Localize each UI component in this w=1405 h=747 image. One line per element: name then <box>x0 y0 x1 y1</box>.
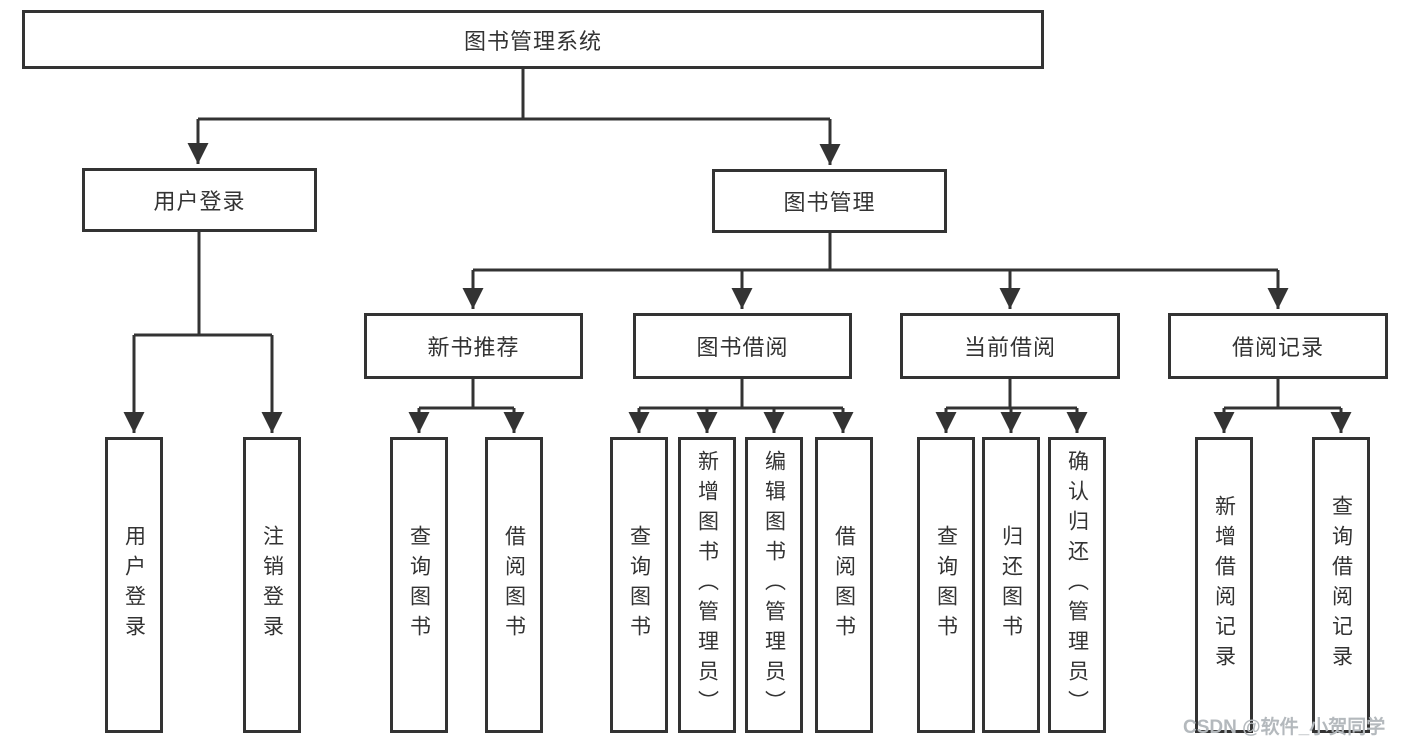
node-current-borrow: 当前借阅 <box>900 313 1120 379</box>
node-book-borrow: 图书借阅 <box>633 313 852 379</box>
node-book-management: 图书管理 <box>712 169 947 233</box>
leaf-confirm-return-admin: 确认归还（管理员） <box>1048 437 1106 733</box>
leaf-edit-books-admin: 编辑图书（管理员） <box>745 437 803 733</box>
node-borrow-records: 借阅记录 <box>1168 313 1388 379</box>
leaf-return-books: 归还图书 <box>982 437 1040 733</box>
trunk-current <box>946 379 1077 410</box>
leaf-user-login: 用户登录 <box>105 437 163 733</box>
leaf-add-books-admin: 新增图书（管理员） <box>678 437 736 733</box>
trunk-user-login <box>134 232 272 337</box>
leaf-borrow-books: 借阅图书 <box>815 437 873 733</box>
leaf-borrow-books: 借阅图书 <box>485 437 543 733</box>
leaf-query-borrow-record: 查询借阅记录 <box>1312 437 1370 733</box>
trunk-book-mgmt <box>473 233 1278 272</box>
leaf-add-borrow-record: 新增借阅记录 <box>1195 437 1253 733</box>
leaf-query-books: 查询图书 <box>610 437 668 733</box>
trunk-records <box>1224 379 1341 410</box>
leaf-query-books: 查询图书 <box>390 437 448 733</box>
trunk-borrow <box>639 379 843 410</box>
node-new-book-recommend: 新书推荐 <box>364 313 583 379</box>
leaf-logout: 注销登录 <box>243 437 301 733</box>
node-user-login: 用户登录 <box>82 168 317 232</box>
node-library-system: 图书管理系统 <box>22 10 1044 69</box>
trunk-new-rec <box>419 379 514 410</box>
csdn-watermark: CSDN @软件_小贺同学 <box>1183 717 1386 738</box>
trunk-root <box>198 69 830 121</box>
leaf-query-books: 查询图书 <box>917 437 975 733</box>
